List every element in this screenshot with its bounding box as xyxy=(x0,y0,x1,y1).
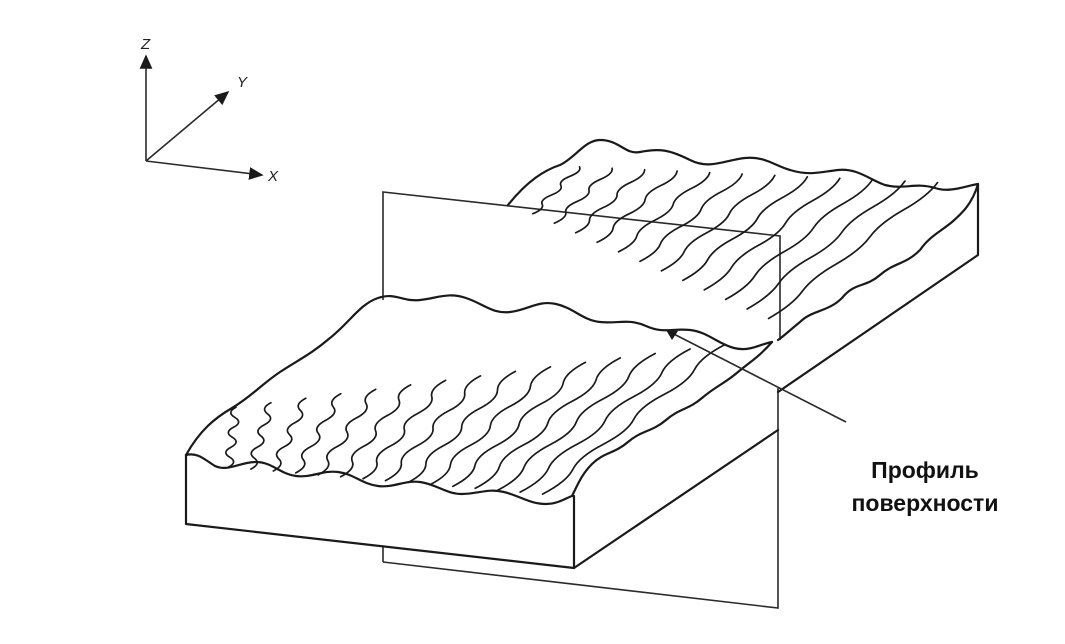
surface-ridge-line xyxy=(429,366,552,486)
near-surface-block xyxy=(184,294,780,570)
callout-leader xyxy=(665,329,847,423)
surface-ridge-line xyxy=(596,170,678,244)
surface-ridge-line xyxy=(384,375,482,482)
surface-ridge-line xyxy=(224,406,240,469)
surface-ridge-line xyxy=(339,384,412,478)
surface-ridge-line xyxy=(724,178,874,301)
surface-ridge-line xyxy=(746,180,906,310)
far-surface-strip xyxy=(506,138,980,394)
surface-ridge-line xyxy=(682,176,809,282)
surface-ridge-line xyxy=(574,168,646,234)
surface-ridge-line xyxy=(317,388,377,476)
axis-x-label: X xyxy=(268,168,279,185)
surface-ridge-line xyxy=(703,177,841,291)
surface-ridge-line xyxy=(407,370,517,484)
axis-triad xyxy=(139,54,264,180)
surface-ridge-line xyxy=(660,174,776,272)
surface-ridge-line xyxy=(272,397,307,472)
surface-ridge-line xyxy=(294,392,342,474)
surface-ridge-line xyxy=(532,166,581,215)
surface-ridge-line xyxy=(617,171,711,253)
surface-ridge-line xyxy=(519,348,691,494)
axis-z-label: Z xyxy=(141,36,151,53)
surface-profile-callout: Профиль поверхности xyxy=(820,454,1030,520)
callout-line-2: поверхности xyxy=(851,490,999,516)
surface-ridge-line xyxy=(541,343,726,495)
axis-y-label: Y xyxy=(237,74,248,91)
surface-ridge-line xyxy=(496,352,657,492)
cutting-plane xyxy=(382,191,781,609)
surface-ridge-line xyxy=(362,379,447,480)
surface-ridge-line xyxy=(250,401,272,470)
surface-ridge-line xyxy=(553,167,614,225)
surface-ridge-line xyxy=(451,361,587,488)
surface-ridge-line xyxy=(767,181,939,320)
callout-line-1: Профиль xyxy=(871,457,979,483)
surface-ridge-line xyxy=(639,173,744,263)
surface-ridge-line xyxy=(474,357,622,490)
